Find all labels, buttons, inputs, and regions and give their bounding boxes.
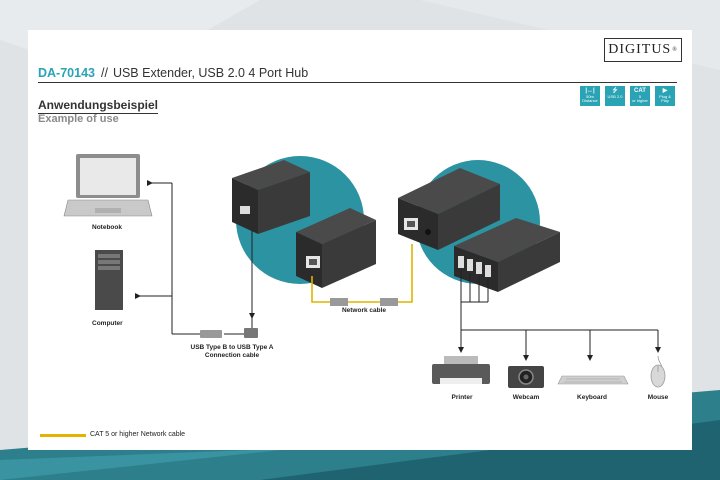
rj45-plug-right <box>380 298 398 306</box>
label-usb-cable-line2: Connection cable <box>204 352 260 359</box>
label-webcam: Webcam <box>512 394 540 401</box>
label-notebook: Notebook <box>92 224 122 231</box>
product-name: USB Extender, USB 2.0 4 Port Hub <box>112 66 309 80</box>
title-divider <box>38 82 677 83</box>
notebook-icon <box>63 154 153 217</box>
legend-swatch <box>40 434 86 437</box>
keyboard-icon <box>557 375 629 385</box>
usb-cable <box>135 180 255 335</box>
hub-connections <box>458 270 661 361</box>
usb-icon: ⭍USB 2.0 <box>605 86 625 106</box>
label-network-cable: Network cable <box>341 307 387 314</box>
usb-b-connector <box>244 328 258 338</box>
remote-usb-hub <box>454 218 560 292</box>
label-computer: Computer <box>92 320 123 327</box>
label-printer: Printer <box>451 394 473 401</box>
usb-a-connector <box>200 330 222 338</box>
label-mouse: Mouse <box>647 394 669 401</box>
product-title: DA-70143 // USB Extender, USB 2.0 4 Port H… <box>38 66 308 80</box>
section-title-german: Anwendungsbeispiel <box>38 98 159 114</box>
network-cable <box>311 244 413 303</box>
plug-and-play-icon: ▶Plug & Play <box>655 86 675 106</box>
digitus-logo: DIGITUS® <box>604 38 682 62</box>
remote-rj45-unit <box>398 168 500 250</box>
legend-label: CAT 5 or higher Network cable <box>90 431 186 438</box>
model-number: DA-70143 <box>38 66 95 80</box>
rj45-plug-left <box>330 298 348 306</box>
printer-icon <box>432 356 490 384</box>
computer-icon <box>95 250 123 310</box>
label-keyboard: Keyboard <box>577 394 607 401</box>
local-rj45-unit <box>296 208 376 288</box>
label-usb-cable-line1: USB Type B to USB Type A <box>190 344 274 351</box>
title-separator: // <box>100 66 108 80</box>
section-title-english: Example of use <box>38 113 119 125</box>
local-extender-unit <box>232 160 310 234</box>
webcam-icon <box>508 366 544 388</box>
mouse-icon <box>650 355 666 388</box>
